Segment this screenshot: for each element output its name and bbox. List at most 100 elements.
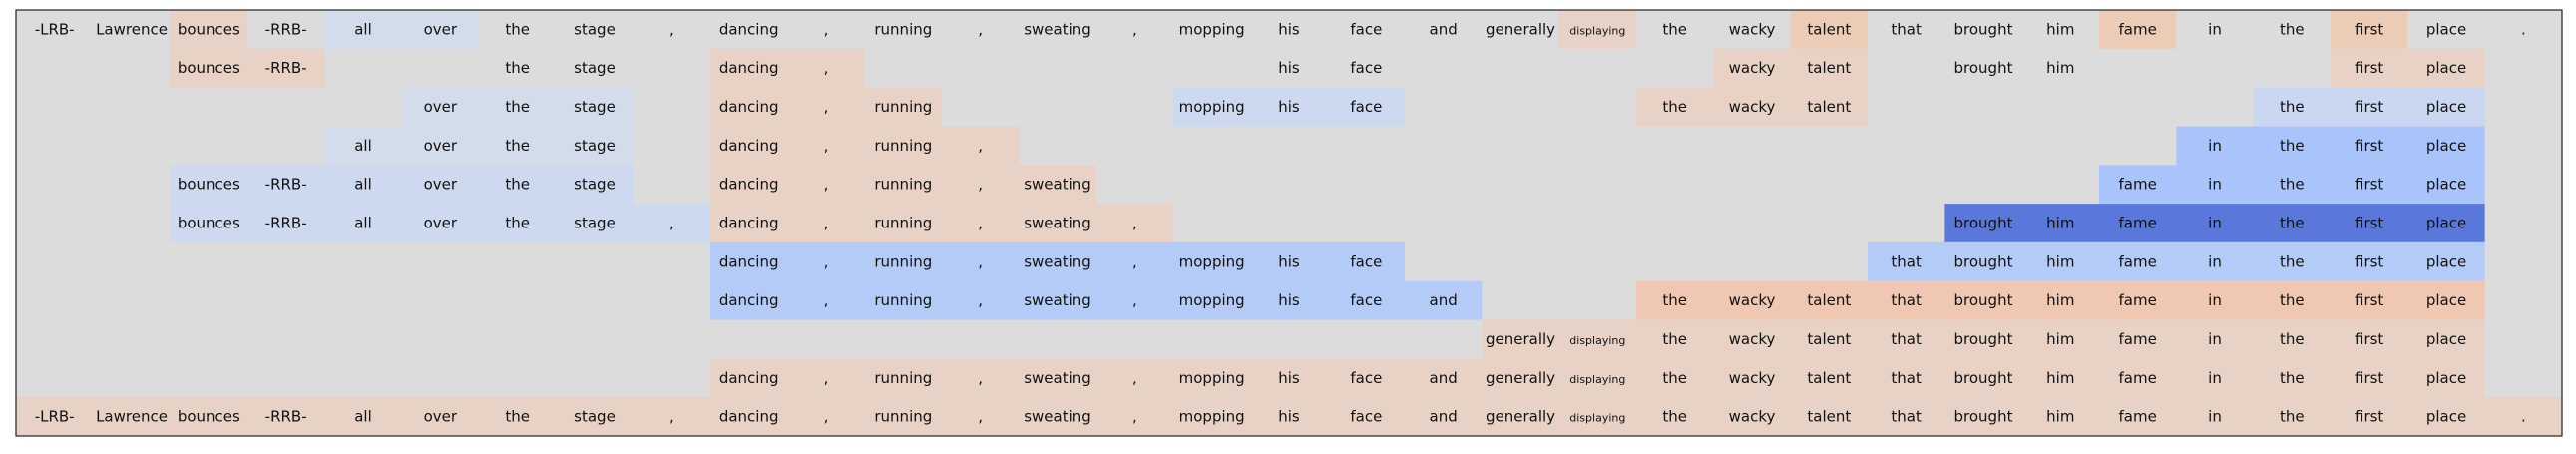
token-label: the	[505, 215, 530, 232]
token-label: ,	[1132, 408, 1137, 426]
token-label: him	[2046, 291, 2074, 309]
token-label: in	[2208, 408, 2222, 426]
token-label: face	[1350, 369, 1382, 387]
token-label: talent	[1807, 330, 1851, 348]
token-label: dancing	[719, 59, 779, 77]
token-label: dancing	[719, 291, 779, 309]
token-label: all	[354, 176, 372, 194]
token-label: brought	[1954, 59, 2013, 77]
heatmap-cell	[479, 10, 1559, 49]
token-label: ,	[824, 176, 829, 194]
token-label: running	[874, 291, 932, 309]
heatmap-cell	[247, 10, 325, 49]
token-label: brought	[1954, 215, 2013, 232]
heatmap-cell	[1944, 204, 2485, 242]
token-label: running	[874, 98, 932, 116]
token-label: running	[874, 408, 932, 426]
token-label: his	[1278, 20, 1300, 38]
token-label: mopping	[1179, 98, 1245, 116]
token-label: in	[2208, 330, 2222, 348]
token-label: stage	[574, 137, 616, 155]
heatmap-cell	[710, 165, 1096, 205]
token-label: ,	[978, 176, 983, 194]
token-label: first	[2355, 215, 2383, 232]
token-label: -RRB-	[265, 215, 307, 232]
token-label: the	[2280, 20, 2305, 38]
token-label: the	[2280, 98, 2305, 116]
heatmap-frame	[15, 9, 2563, 437]
token-label: sweating	[1024, 20, 1091, 38]
token-label: ,	[978, 137, 983, 155]
token-label: -LRB-	[35, 408, 75, 426]
token-label: face	[1350, 252, 1382, 270]
heatmap-cell	[710, 204, 1173, 242]
token-label: ,	[978, 369, 983, 387]
token-label: displaying	[1569, 334, 1625, 347]
token-label: and	[1430, 20, 1458, 38]
token-label: stage	[574, 215, 616, 232]
heatmap-cell	[170, 10, 247, 49]
token-label: .	[2521, 408, 2526, 426]
token-label: the	[505, 59, 530, 77]
token-label: him	[2046, 252, 2074, 270]
token-label: running	[874, 137, 932, 155]
token-label: stage	[574, 98, 616, 116]
token-label: his	[1278, 408, 1300, 426]
token-label: first	[2355, 137, 2383, 155]
token-label: the	[505, 176, 530, 194]
token-label: bounces	[178, 59, 240, 77]
heatmap-cell	[710, 87, 942, 127]
token-label: brought	[1954, 408, 2013, 426]
token-label: first	[2355, 408, 2383, 426]
token-label: over	[424, 176, 458, 194]
heatmap-cell	[710, 126, 1020, 166]
token-label: ,	[978, 291, 983, 309]
token-label: and	[1430, 369, 1458, 387]
token-label: in	[2208, 20, 2222, 38]
token-label: in	[2208, 369, 2222, 387]
token-label: ,	[978, 215, 983, 232]
token-label: place	[2426, 215, 2466, 232]
token-label: talent	[1807, 98, 1851, 116]
token-label: ,	[824, 291, 829, 309]
token-label: the	[1662, 369, 1687, 387]
heatmap-cell	[170, 204, 710, 242]
token-label: over	[424, 20, 458, 38]
heatmap-cell	[170, 165, 634, 205]
token-label: -RRB-	[265, 176, 307, 194]
heatmap-cell	[1173, 87, 1405, 127]
heatmap-cell	[1944, 48, 2099, 88]
token-label: -LRB-	[35, 20, 75, 38]
token-label: stage	[574, 176, 616, 194]
token-label: Lawrence	[96, 20, 168, 38]
token-label: brought	[1954, 20, 2013, 38]
token-label: him	[2046, 20, 2074, 38]
token-label: wacky	[1729, 291, 1776, 309]
token-label: that	[1891, 330, 1922, 348]
token-label: in	[2208, 291, 2222, 309]
token-label: first	[2355, 98, 2383, 116]
token-label: wacky	[1729, 20, 1776, 38]
token-label: that	[1891, 408, 1922, 426]
token-label: talent	[1807, 408, 1851, 426]
token-label: the	[2280, 369, 2305, 387]
token-label: him	[2046, 59, 2074, 77]
token-label: fame	[2119, 252, 2157, 270]
token-label: wacky	[1729, 330, 1776, 348]
heatmap-cell	[479, 48, 634, 88]
token-label: generally	[1486, 369, 1555, 387]
token-label: mopping	[1179, 369, 1245, 387]
heatmap-cell	[1790, 10, 1868, 49]
heatmap-cell	[1868, 10, 2099, 49]
token-label: running	[874, 252, 932, 270]
token-label: first	[2355, 20, 2383, 38]
token-label: -RRB-	[265, 408, 307, 426]
token-label: talent	[1807, 369, 1851, 387]
token-label: ,	[824, 20, 829, 38]
token-label: the	[1662, 291, 1687, 309]
